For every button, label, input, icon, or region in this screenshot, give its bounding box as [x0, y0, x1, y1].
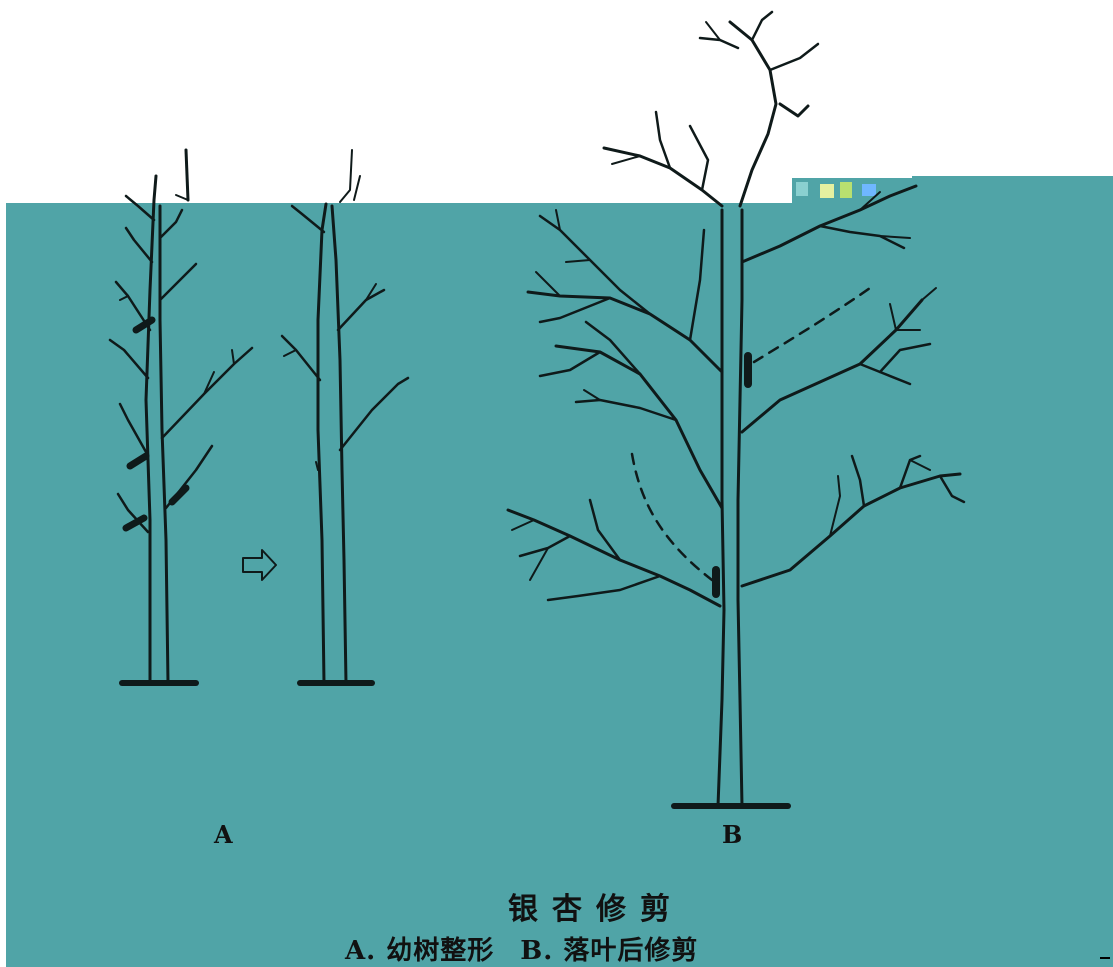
- caption-subtitle: A. 幼树整形 B. 落叶后修剪: [345, 930, 698, 967]
- label-b: B: [722, 820, 743, 849]
- caption-title: 银杏修剪: [508, 892, 684, 927]
- label-a: A: [214, 820, 233, 849]
- watermark-strip: [792, 178, 914, 204]
- caption-part-b: B. 落叶后修剪: [520, 936, 699, 966]
- watermark-glyph: [862, 184, 876, 196]
- watermark-glyph: [820, 184, 834, 198]
- teal-background: [6, 203, 1113, 967]
- tree-a-before: [108, 148, 254, 686]
- caption-part-a: A. 幼树整形: [345, 936, 495, 966]
- teal-background-notch: [912, 176, 1113, 206]
- tree-b: [506, 10, 966, 809]
- tree-a-after: [280, 149, 410, 686]
- watermark-glyph: [840, 182, 852, 198]
- hollow-right-arrow-icon: [242, 549, 277, 581]
- watermark-glyph: [796, 182, 808, 196]
